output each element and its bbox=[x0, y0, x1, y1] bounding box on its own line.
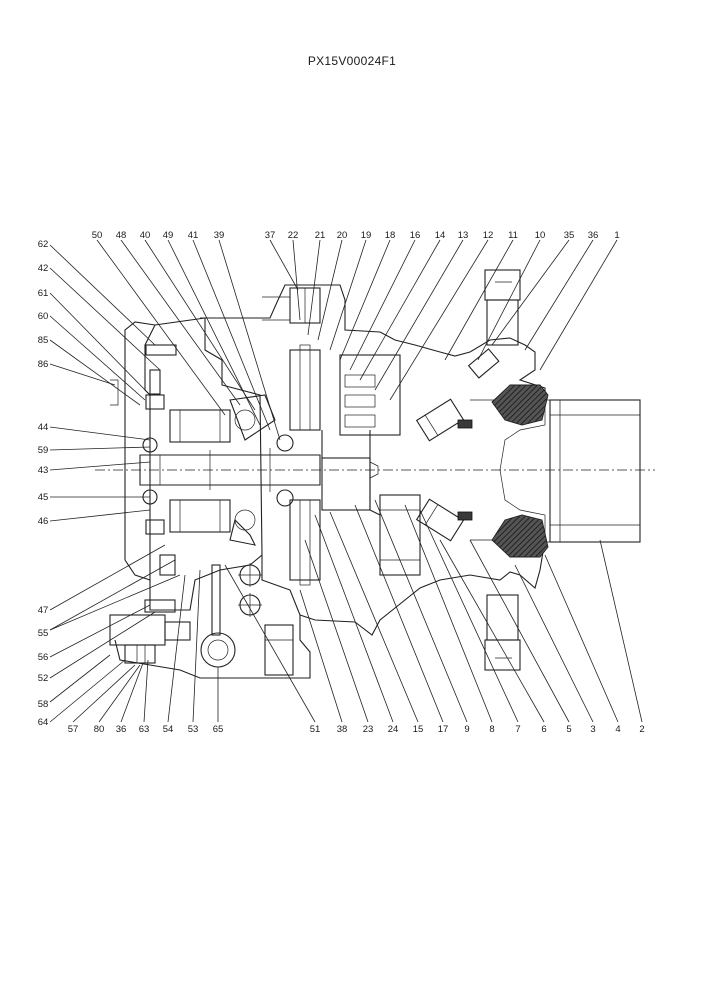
callout-1: 1 bbox=[614, 230, 619, 241]
callout-65: 65 bbox=[213, 724, 224, 735]
callout-23: 23 bbox=[363, 724, 374, 735]
main-shaft bbox=[139, 454, 321, 486]
callout-48: 48 bbox=[116, 230, 127, 241]
mount-flange-top bbox=[484, 269, 521, 301]
callout-38: 38 bbox=[337, 724, 348, 735]
callout-15: 15 bbox=[413, 724, 424, 735]
swash-piston-lower bbox=[415, 498, 465, 542]
callout-53: 53 bbox=[188, 724, 199, 735]
callout-9: 9 bbox=[464, 724, 469, 735]
callout-52: 52 bbox=[38, 673, 49, 684]
ball-bearing-right-bottom bbox=[276, 489, 294, 507]
callout-20: 20 bbox=[337, 230, 348, 241]
callout-11: 11 bbox=[508, 230, 518, 241]
assembly-drawing bbox=[95, 269, 655, 679]
bearing-bottom bbox=[491, 514, 549, 558]
callout-85: 85 bbox=[38, 335, 49, 346]
callout-49: 49 bbox=[163, 230, 174, 241]
callout-19: 19 bbox=[361, 230, 372, 241]
callout-16: 16 bbox=[410, 230, 421, 241]
callout-50: 50 bbox=[92, 230, 103, 241]
relief-valve bbox=[109, 614, 166, 646]
callout-22: 22 bbox=[288, 230, 299, 241]
callout-41: 41 bbox=[188, 230, 199, 241]
callout-5: 5 bbox=[566, 724, 571, 735]
callout-63: 63 bbox=[139, 724, 150, 735]
callout-14: 14 bbox=[435, 230, 446, 241]
callout-56: 56 bbox=[38, 652, 49, 663]
callout-numbers: 37 22 21 20 19 18 16 14 13 12 11 10 35 3… bbox=[38, 230, 645, 735]
callout-4: 4 bbox=[615, 724, 620, 735]
callout-61: 61 bbox=[38, 288, 49, 299]
drain-port bbox=[200, 632, 236, 668]
callout-46: 46 bbox=[38, 516, 49, 527]
callout-60: 60 bbox=[38, 311, 49, 322]
callout-44: 44 bbox=[38, 422, 49, 433]
drawing-code: PX15V00024F1 bbox=[307, 54, 397, 68]
ball-bearing-left-top bbox=[142, 437, 158, 453]
callout-13: 13 bbox=[458, 230, 469, 241]
callout-36: 36 bbox=[588, 230, 599, 241]
valve-spool-lower bbox=[169, 499, 231, 533]
callout-10: 10 bbox=[535, 230, 546, 241]
callout-18: 18 bbox=[385, 230, 396, 241]
callout-54: 54 bbox=[163, 724, 174, 735]
callout-8: 8 bbox=[489, 724, 494, 735]
callout-57: 57 bbox=[68, 724, 79, 735]
callout-80: 80 bbox=[94, 724, 105, 735]
callout-39: 39 bbox=[214, 230, 225, 241]
callout-6: 6 bbox=[541, 724, 546, 735]
callout-35: 35 bbox=[564, 230, 575, 241]
swash-piston-upper bbox=[415, 398, 465, 442]
callout-45: 45 bbox=[38, 492, 49, 503]
callout-12: 12 bbox=[483, 230, 494, 241]
callout-36-bottom: 36 bbox=[116, 724, 127, 735]
callout-64: 64 bbox=[38, 717, 49, 728]
callout-37: 37 bbox=[265, 230, 276, 241]
main-housing-outline bbox=[200, 284, 546, 400]
callout-42: 42 bbox=[38, 263, 49, 274]
bearing-top bbox=[491, 384, 549, 426]
callout-58: 58 bbox=[38, 699, 49, 710]
ball-bearing-right-top bbox=[276, 434, 294, 452]
callout-7: 7 bbox=[515, 724, 520, 735]
cylinder-block bbox=[321, 457, 371, 511]
mount-flange-bottom bbox=[484, 639, 521, 671]
callout-59: 59 bbox=[38, 445, 49, 456]
callout-40: 40 bbox=[140, 230, 151, 241]
main-housing-lower bbox=[114, 555, 311, 679]
piston-lower bbox=[379, 494, 421, 576]
callout-86: 86 bbox=[38, 359, 49, 370]
brake-plate-upper bbox=[289, 349, 321, 431]
callout-17: 17 bbox=[438, 724, 449, 735]
callout-51: 51 bbox=[310, 724, 321, 735]
callout-3: 3 bbox=[590, 724, 595, 735]
callout-24: 24 bbox=[388, 724, 399, 735]
callout-47: 47 bbox=[38, 605, 49, 616]
port-fitting bbox=[264, 624, 294, 676]
leader-lines bbox=[49, 239, 643, 723]
callout-43: 43 bbox=[38, 465, 49, 476]
callout-62: 62 bbox=[38, 239, 49, 250]
callout-21: 21 bbox=[315, 230, 326, 241]
piston-upper bbox=[339, 354, 401, 436]
valve-spool-upper bbox=[169, 409, 231, 443]
callout-55: 55 bbox=[38, 628, 49, 639]
output-shaft bbox=[549, 399, 641, 543]
callout-2: 2 bbox=[639, 724, 644, 735]
